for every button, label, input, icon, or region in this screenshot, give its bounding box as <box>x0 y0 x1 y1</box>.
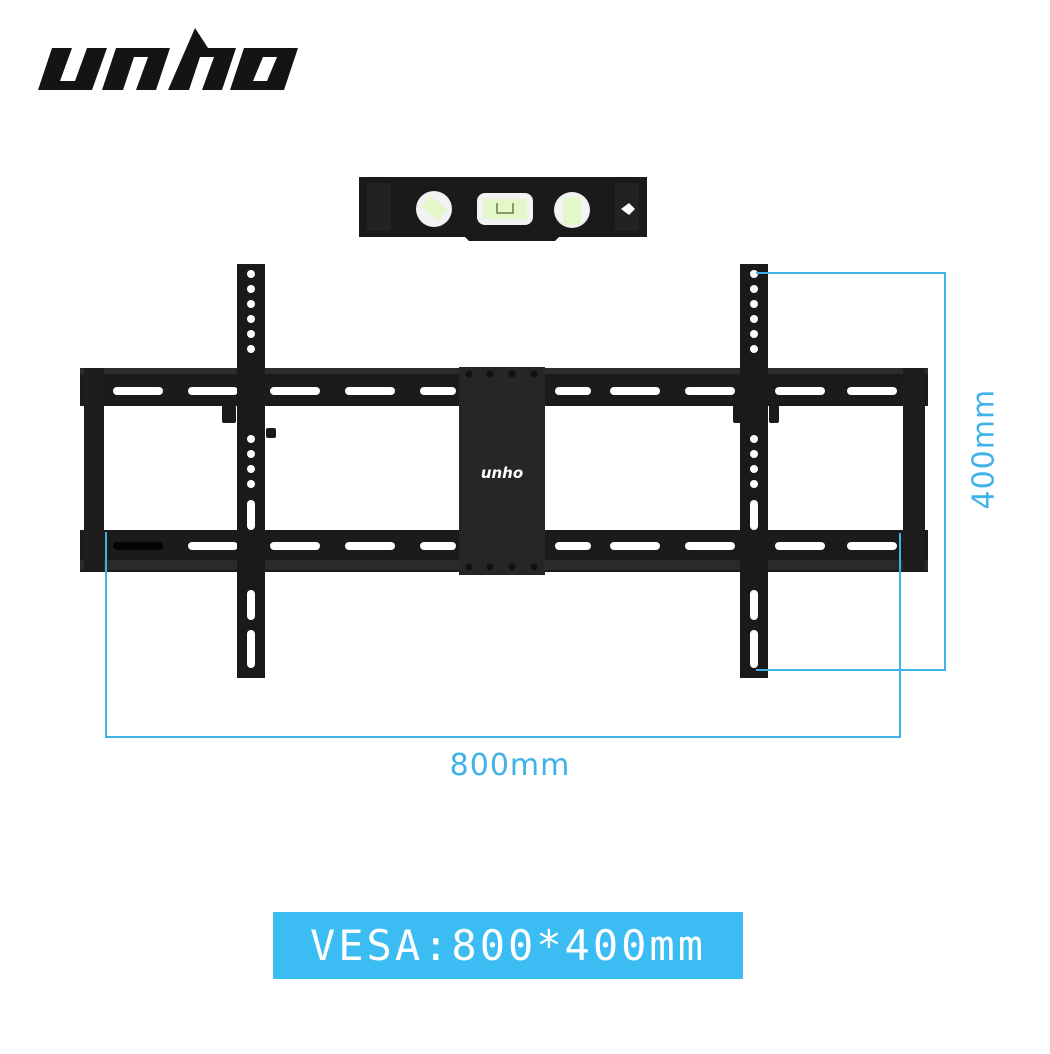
unho-logo-icon <box>38 28 298 90</box>
vesa-badge-text: VESA:800*400mm <box>309 921 706 970</box>
bubble-level <box>359 177 647 241</box>
center-plate <box>459 367 545 575</box>
height-dimension-label: 400mm <box>966 388 1002 510</box>
brand-logo <box>30 26 300 96</box>
dimension-lines <box>105 272 946 738</box>
plate-logo: unho <box>481 464 523 482</box>
hang-hole-icon <box>621 203 635 215</box>
width-dimension-label: 800mm <box>449 748 571 783</box>
vesa-badge: VESA:800*400mm <box>273 912 743 979</box>
